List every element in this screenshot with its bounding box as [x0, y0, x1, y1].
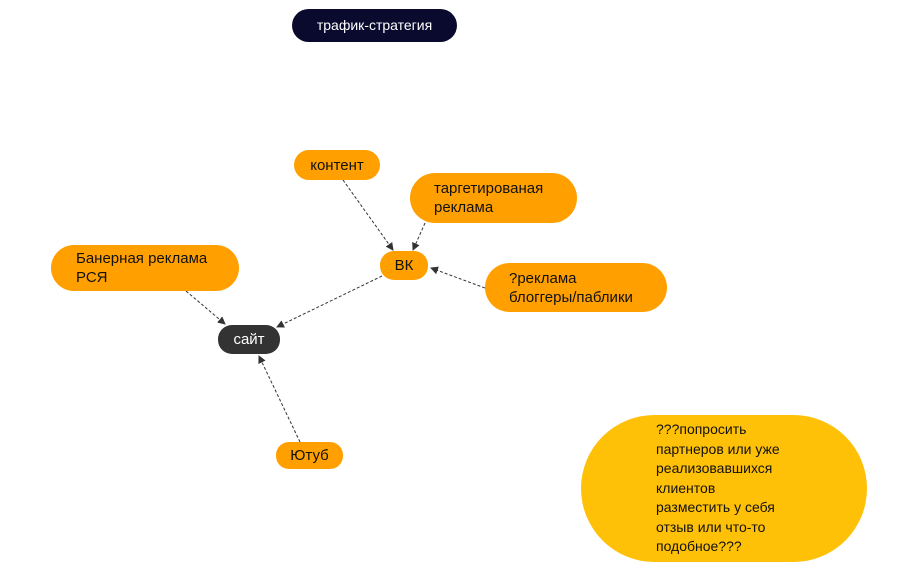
partners-note-label: ???попросить партнеров или уже реализова…: [656, 421, 780, 555]
edge-banner-ads-to-site: [185, 290, 226, 325]
bloggers-node[interactable]: ?реклама блоггеры/паблики: [485, 263, 667, 312]
edge-content-to-vk: [342, 179, 394, 251]
content-node[interactable]: контент: [294, 150, 380, 180]
vk-label: ВК: [394, 257, 414, 274]
edge-bloggers-to-vk: [430, 266, 486, 289]
edge-targeted-ads-to-vk: [412, 222, 426, 251]
edge-vk-to-site: [276, 275, 383, 328]
targeted-ads-node[interactable]: таргетированая реклама: [410, 173, 577, 223]
vk-node[interactable]: ВК: [380, 251, 428, 280]
youtube-label: Ютуб: [290, 447, 329, 464]
content-label: контент: [310, 156, 364, 174]
edge-youtube-to-site: [258, 355, 301, 443]
partners-note-node[interactable]: ???попросить партнеров или уже реализова…: [581, 415, 867, 562]
site-label: сайт: [233, 331, 265, 348]
title-label: трафик-стратегия: [316, 17, 433, 33]
youtube-node[interactable]: Ютуб: [276, 442, 343, 469]
banner-ads-node[interactable]: Банерная реклама РСЯ: [51, 245, 239, 291]
bloggers-label: ?реклама блоггеры/паблики: [509, 269, 633, 306]
site-node[interactable]: сайт: [218, 325, 280, 354]
targeted-ads-label: таргетированая реклама: [434, 180, 544, 216]
title-node[interactable]: трафик-стратегия: [292, 9, 457, 42]
banner-ads-label: Банерная реклама РСЯ: [76, 250, 208, 286]
